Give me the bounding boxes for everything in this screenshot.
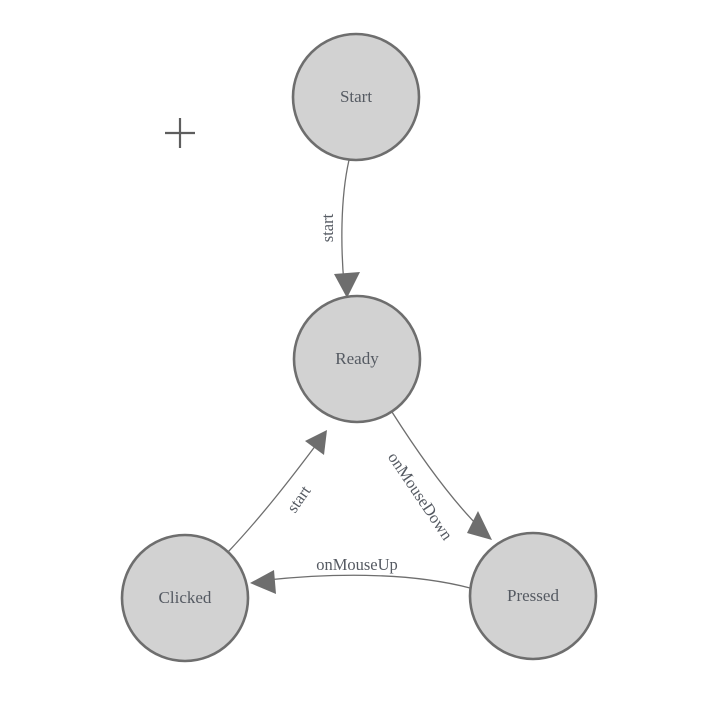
edge-clicked-to-ready[interactable] <box>227 430 327 553</box>
arrowhead-start-to-ready <box>334 272 360 298</box>
edge-path-start-to-ready <box>341 159 350 285</box>
edge-start-to-ready[interactable] <box>334 159 360 298</box>
node-pressed-label: Pressed <box>507 586 559 605</box>
edge-ready-to-pressed[interactable] <box>391 411 492 540</box>
edge-path-clicked-to-ready <box>227 444 317 553</box>
arrowhead-pressed-to-clicked <box>250 570 276 594</box>
edge-label-clicked-to-ready: start <box>283 482 315 517</box>
arrowhead-clicked-to-ready <box>305 430 327 455</box>
edge-label-start-to-ready: start <box>318 213 337 242</box>
node-ready-circle[interactable] <box>292 294 422 424</box>
node-clicked-label: Clicked <box>159 588 212 607</box>
node-clicked-circle[interactable] <box>120 533 250 663</box>
edge-path-pressed-to-clicked <box>266 574 471 589</box>
node-start-label: Start <box>340 87 372 106</box>
node-start-circle[interactable] <box>291 32 421 162</box>
edge-pressed-to-clicked[interactable] <box>250 570 471 594</box>
node-pressed-circle[interactable] <box>468 531 598 661</box>
node-ready[interactable]: Ready <box>292 294 422 424</box>
node-clicked[interactable]: Clicked <box>120 533 250 663</box>
edge-label-pressed-to-clicked: onMouseUp <box>316 555 398 574</box>
arrowhead-ready-to-pressed <box>467 511 492 540</box>
edge-path-ready-to-pressed <box>391 411 481 529</box>
edge-label-ready-to-pressed: onMouseDown <box>384 449 457 544</box>
node-start[interactable]: Start <box>291 32 421 162</box>
node-pressed[interactable]: Pressed <box>468 531 598 661</box>
crosshair-icon <box>165 118 195 148</box>
node-ready-label: Ready <box>335 349 379 368</box>
